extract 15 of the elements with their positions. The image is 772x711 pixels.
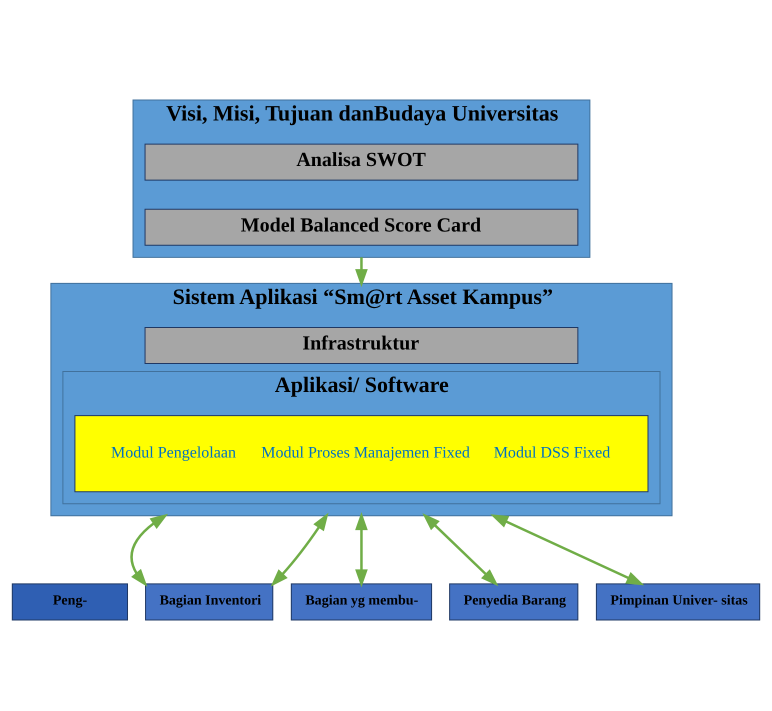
node-box: Peng- <box>12 582 128 620</box>
arrow <box>355 512 368 587</box>
node-box: Analisa SWOT <box>144 143 578 180</box>
node-box: Penyedia Barang <box>449 582 578 620</box>
arrow <box>130 513 168 586</box>
arrow <box>355 256 368 287</box>
arrow <box>270 512 329 586</box>
node-box: Bagian Inventori <box>145 582 274 620</box>
arrow <box>490 514 644 585</box>
node-box: Pimpinan Univer- sitas <box>596 582 760 620</box>
node-box: Modul Pengelolaan Modul Proses Manajemen Fixed Modul DSS Fixed <box>74 414 648 492</box>
node-box: Bagian yg membu- <box>290 582 432 620</box>
arrow <box>422 512 498 586</box>
node-box: Model Balanced Score Card <box>144 208 578 246</box>
node-box: Infrastruktur <box>144 326 578 364</box>
